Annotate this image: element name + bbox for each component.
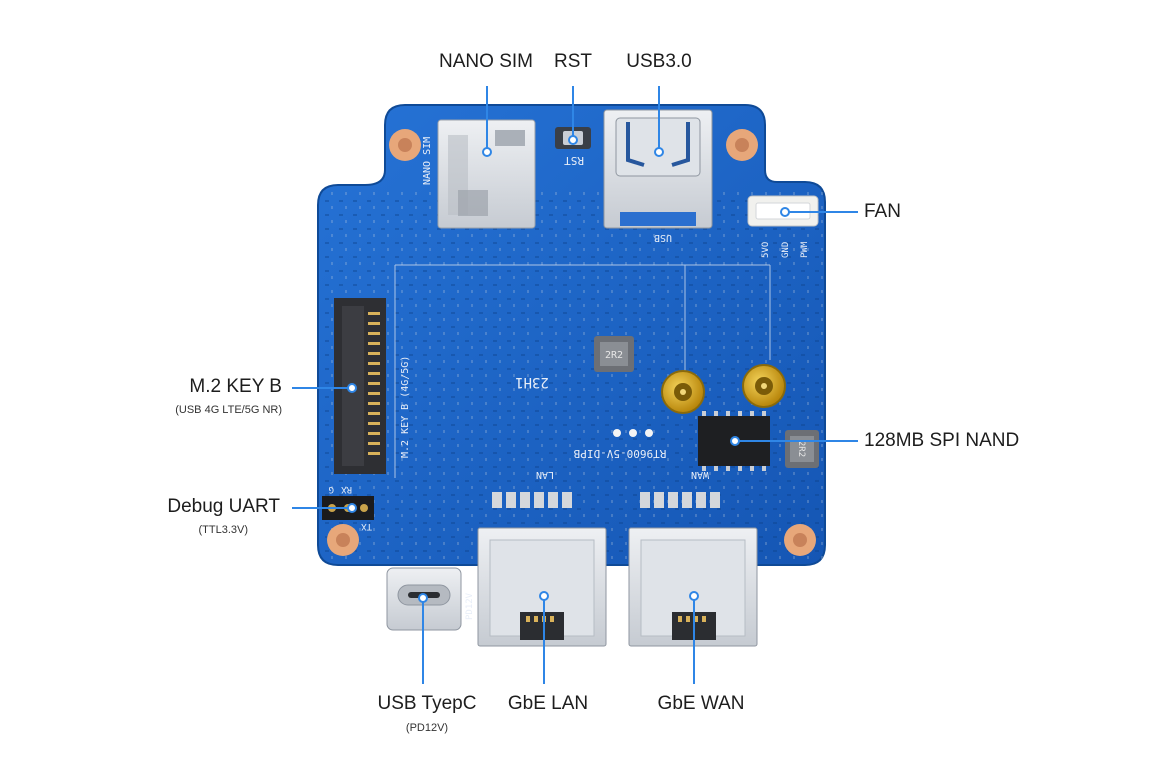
label-m2-key-b: M.2 KEY B [189, 376, 282, 397]
silk-wan: WAN [691, 469, 709, 480]
label-usb30: USB3.0 [626, 51, 692, 72]
label-debug-uart: Debug UART [167, 496, 280, 517]
silk-fan-gnd: GND [781, 242, 791, 258]
silk-inductor2: 2R2 [796, 441, 806, 457]
callout-dot-lan [539, 591, 549, 601]
silk-pd12v: PD12V [465, 592, 475, 620]
label-rst: RST [554, 51, 592, 72]
mounting-holes [327, 129, 816, 556]
silk-lan: LAN [536, 469, 554, 480]
status-leds [613, 429, 653, 437]
label-gbe-lan: GbE LAN [507, 693, 589, 714]
silk-rst: RST [564, 154, 584, 167]
m2-key-b-slot [334, 298, 386, 474]
silk-nano-sim: NANO SIM [422, 137, 433, 185]
antenna-connector-2 [742, 364, 786, 408]
label-spi-nand: 128MB SPI NAND [864, 430, 1020, 451]
silk-m2-slot: M.2 KEY B (4G/5G) [400, 356, 411, 458]
label-debug-uart-sub: (TTL3.3V) [198, 524, 248, 536]
callout-dot-rst [568, 135, 578, 145]
silk-uart-rx: RX [341, 484, 352, 494]
silk-uart-g: G [329, 484, 334, 494]
callout-dot-m2 [347, 383, 357, 393]
callout-dot-fan [780, 207, 790, 217]
label-usb-typec-sub: (PD12V) [405, 722, 449, 734]
ethernet-header-strip [492, 492, 720, 508]
callout-dot-uart [347, 503, 357, 513]
inductor-2r2-1 [594, 336, 634, 372]
nano-sim-slot [437, 119, 536, 229]
antenna-connector-1 [661, 370, 705, 414]
silk-fan-pwm: PWM [800, 241, 810, 258]
callout-dot-usb3 [654, 147, 664, 157]
callout-dot-nano-sim [482, 147, 492, 157]
label-gbe-wan: GbE WAN [657, 693, 745, 714]
label-usb-typec: USB TyepC [377, 693, 477, 714]
silk-board-name: RT9600-5V-DIPB [573, 447, 666, 460]
silk-fan-5v: 5VO [761, 242, 771, 258]
label-fan: FAN [864, 201, 901, 222]
label-nano-sim: NANO SIM [439, 51, 533, 72]
rj45-lan-port [477, 527, 607, 647]
callout-dot-nand [730, 436, 740, 446]
label-m2-key-b-sub: (USB 4G LTE/5G NR) [175, 404, 282, 416]
silk-code: 23H1 [515, 374, 549, 390]
callout-lines [292, 86, 858, 684]
silk-inductor1: 2R2 [605, 350, 623, 361]
callout-dot-typec [418, 593, 428, 603]
callout-dot-wan [689, 591, 699, 601]
silk-uart-tx: TX [361, 521, 372, 531]
silk-usb: USB [654, 232, 672, 243]
